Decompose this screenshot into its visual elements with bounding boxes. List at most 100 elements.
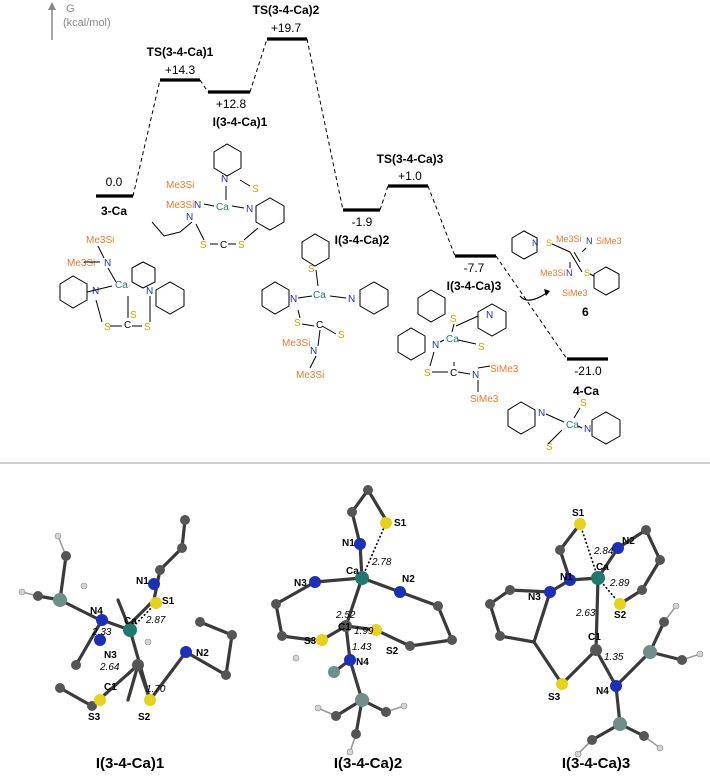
atom-label: C1 [588, 632, 601, 643]
distance-label: 2.87 [145, 615, 166, 626]
model-i1: N1 N4 Ca S1 N3 N2 C1 S3 S2 2.33 2.87 2.6… [18, 515, 237, 772]
atom-label: S3 [88, 712, 101, 723]
n-label: N [532, 238, 539, 248]
atom-label: S1 [162, 596, 175, 607]
s-label: S [424, 368, 431, 379]
name-i1: I(3-4-Ca)1 [213, 115, 268, 129]
atom-label: N1 [342, 538, 355, 549]
s-label: S [308, 264, 315, 275]
level-labels: 0.0 3-Ca TS(3-4-Ca)1 +14.3 +12.8 I(3-4-C… [101, 3, 602, 398]
n-label: N [246, 204, 253, 215]
structure-i1: N S Me3Si Me3Si N Ca N N S C S [151, 143, 285, 251]
me3si-label: Me3Si [556, 234, 582, 244]
s-label: S [450, 314, 457, 325]
model-title: I(3-4-Ca)2 [334, 755, 402, 772]
distance-label: 1.43 [352, 642, 372, 653]
distance-label: 1.70 [146, 684, 166, 695]
simes3-label: SiMe3 [562, 288, 588, 298]
me3si-label: Me3Si [67, 258, 95, 269]
n-label: N [104, 258, 111, 269]
n-label: N [146, 286, 153, 297]
n-label: N [194, 200, 201, 211]
structure-3-ca: Me3Si Me3Si N Ca N N S S S C [59, 235, 185, 333]
atom-label: S2 [386, 646, 399, 657]
level-connectors [132, 38, 568, 360]
energy-i2: -1.9 [352, 215, 373, 229]
energy-levels [96, 37, 608, 361]
s-label: S [580, 398, 587, 409]
me3si-label: Me3Si [166, 180, 194, 191]
c-label: C [124, 320, 131, 331]
atom-label: N2 [402, 574, 415, 585]
energy-i3: -7.7 [464, 261, 485, 275]
atom-label: S1 [572, 508, 585, 519]
n-label: N [221, 174, 228, 185]
atom-label: S2 [614, 610, 627, 621]
ca-label: Ca [566, 420, 579, 431]
simes3-label: SiMe3 [470, 394, 499, 405]
energy-3-ca: 0.0 [106, 175, 123, 189]
distance-label: 1.35 [604, 652, 624, 663]
atom-label: S3 [548, 692, 561, 703]
n-label: N [310, 346, 317, 357]
ca-label: Ca [313, 290, 326, 301]
simes3-label: SiMe3 [596, 236, 622, 246]
n-label: N [584, 424, 591, 435]
structure-product-6: N S Me3Si N SiMe3 Me3Si N S SiMe3 6 [511, 230, 622, 319]
atom-label: N4 [356, 657, 369, 668]
n-label: N [586, 236, 593, 246]
structure-i3: S N Ca N S S C N SiMe3 SiMe3 [397, 289, 519, 405]
ca-label: Ca [115, 280, 128, 291]
n-label: N [348, 294, 355, 305]
name-i2: I(3-4-Ca)2 [335, 233, 390, 247]
atom-label: N2 [196, 648, 209, 659]
name-ts3: TS(3-4-Ca)3 [377, 152, 444, 166]
name-3-ca: 3-Ca [101, 204, 127, 218]
distance-label: 2.64 [99, 662, 120, 673]
distance-label: 2.63 [575, 608, 596, 619]
s-label: S [584, 268, 590, 278]
me3si-label: Me3Si [166, 200, 194, 211]
structure-i2: S Ca N N S C S Me3Si N Me3Si [261, 233, 389, 381]
atom-label: N1 [560, 572, 573, 583]
s-label: S [104, 322, 111, 333]
model-title: I(3-4-Ca)1 [96, 755, 164, 772]
s-label: S [546, 238, 552, 248]
atom-label: N4 [90, 606, 103, 617]
me3si-label: Me3Si [86, 235, 114, 246]
axis-label: G [66, 3, 75, 15]
simes3-label: SiMe3 [490, 364, 519, 375]
atom-label: S2 [138, 712, 151, 723]
energy-i1: +12.8 [216, 97, 247, 111]
atom-label: N1 [136, 576, 149, 587]
n-label: N [538, 408, 545, 419]
s-label: S [478, 342, 485, 353]
n-label: N [92, 286, 99, 297]
s-label: S [294, 318, 301, 329]
c-label: C [450, 368, 457, 379]
distance-label: 1.99 [354, 626, 374, 637]
distance-label: 2.89 [609, 578, 630, 589]
energy-4-ca: -21.0 [574, 364, 602, 378]
name-ts1: TS(3-4-Ca)1 [147, 45, 214, 59]
distance-label: 2.33 [91, 627, 112, 638]
model-title: I(3-4-Ca)3 [562, 755, 630, 772]
atom-label: C1 [338, 622, 351, 633]
atom-label: Ca [346, 566, 359, 577]
n-label: N [186, 212, 193, 223]
name-i3: I(3-4-Ca)3 [447, 279, 502, 293]
n-label: N [290, 294, 297, 305]
name-4-ca: 4-Ca [573, 384, 599, 398]
model-i3: S1 N2 N1 Ca N3 S2 C1 S3 N4 2.84 2.89 2.6… [485, 508, 704, 772]
s-label: S [546, 442, 553, 453]
n-label: N [432, 340, 439, 351]
s-label: S [200, 240, 207, 251]
name-ts2: TS(3-4-Ca)2 [253, 3, 320, 17]
atom-label: Ca [124, 616, 137, 627]
me3si-label: Me3Si [296, 370, 324, 381]
axis-unit: (kcal/mol) [63, 17, 111, 29]
structure-4-ca: N Ca S N S [507, 398, 621, 453]
energy-ts3: +1.0 [398, 169, 422, 183]
atom-label: N3 [528, 592, 541, 603]
